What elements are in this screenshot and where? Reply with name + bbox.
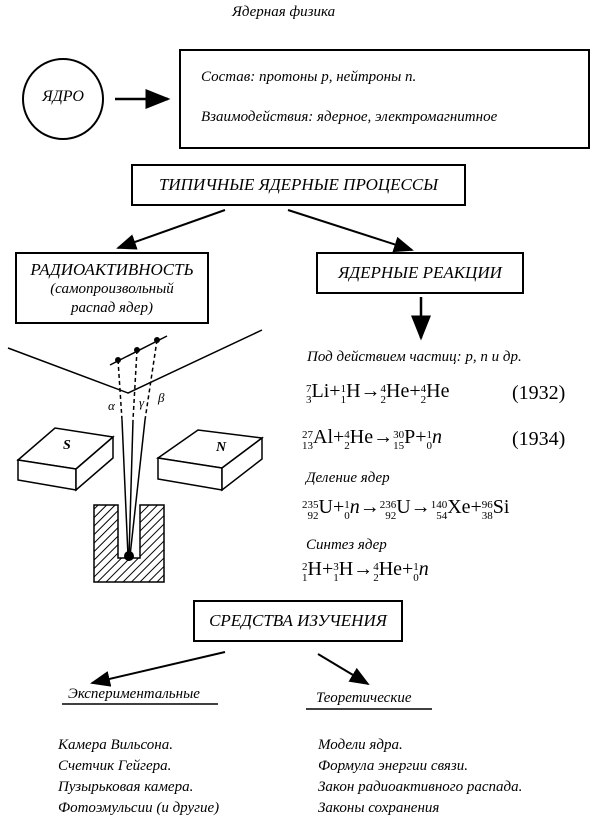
experimental-item-3: Пузырьковая камера. [58,779,194,795]
study-label: СРЕДСТВА ИЗУЧЕНИЯ [209,611,387,630]
theoretical-item-2: Формула энергии связи. [318,758,468,774]
alpha-label: α [108,398,115,413]
photo-plate [7,329,263,394]
alpha-ray [121,419,129,557]
year-1932: (1932) [512,382,566,404]
beta-ray [129,419,146,557]
experimental-item-1: Камера Вильсона. [58,737,173,753]
arrow-to-experimental [90,651,226,687]
alpha-ray-dashed [117,359,123,421]
processes-label: ТИПИЧНЫЕ ЯДЕРНЫЕ ПРОЦЕССЫ [158,175,439,194]
study-box: СРЕДСТВА ИЗУЧЕНИЯ [193,600,403,642]
under-action-text: Под действием частиц: p, n и др. [307,349,522,365]
nucleus-label: ЯДРО [42,88,84,105]
composition-box: Состав: протоны p, нейтроны n. Взаимодей… [179,49,590,149]
experimental-item-4: Фотоэмульсии (и другие) [58,800,220,816]
reactions-title: ЯДЕРНЫЕ РЕАКЦИИ [338,263,502,282]
radioactivity-title: РАДИОАКТИВНОСТЬ [30,260,194,279]
theoretical-title: Теоретические [316,690,412,706]
nucleus-circle [22,58,104,140]
composition-text: Состав: протоны p, нейтроны n. [201,69,417,85]
reactions-box: ЯДЕРНЫЕ РЕАКЦИИ [316,252,524,294]
radioactivity-box: РАДИОАКТИВНОСТЬ (самопроизвольный распад… [15,252,209,324]
gamma-ray-dashed [132,349,138,421]
processes-box: ТИПИЧНЫЕ ЯДЕРНЫЕ ПРОЦЕССЫ [131,164,466,206]
magnet-n [156,429,264,492]
year-1934: (1934) [512,428,566,450]
arrow-to-reactions [287,209,414,253]
interactions-text: Взаимодействия: ядерное, электромагнитно… [201,109,498,125]
theoretical-item-4: Законы сохранения [318,800,440,816]
magnet-n-label: N [216,440,227,455]
lead-container [93,504,165,583]
radioactivity-subtitle-2: распад ядер) [71,300,153,316]
page-title: Ядерная физика [232,4,336,20]
magnet-s-label: S [63,438,71,453]
theoretical-item-3: Закон радиоактивного распада. [318,779,523,795]
radioactivity-subtitle-1: (самопроизвольный [50,281,174,297]
arrow-to-radioactivity [116,209,226,250]
magnet-s [16,427,115,492]
radioactive-source [124,551,134,561]
gamma-label: γ [139,395,145,410]
theoretical-item-1: Модели ядра. [318,737,403,753]
experimental-title: Экспериментальные [68,686,200,702]
arrow-to-theoretical [317,653,370,686]
beta-label: β [158,390,165,405]
gamma-ray [128,419,134,557]
experimental-item-2: Счетчик Гейгера. [58,758,172,774]
synthesis-label: Синтез ядер [306,537,387,553]
fission-label: Деление ядер [306,470,390,486]
